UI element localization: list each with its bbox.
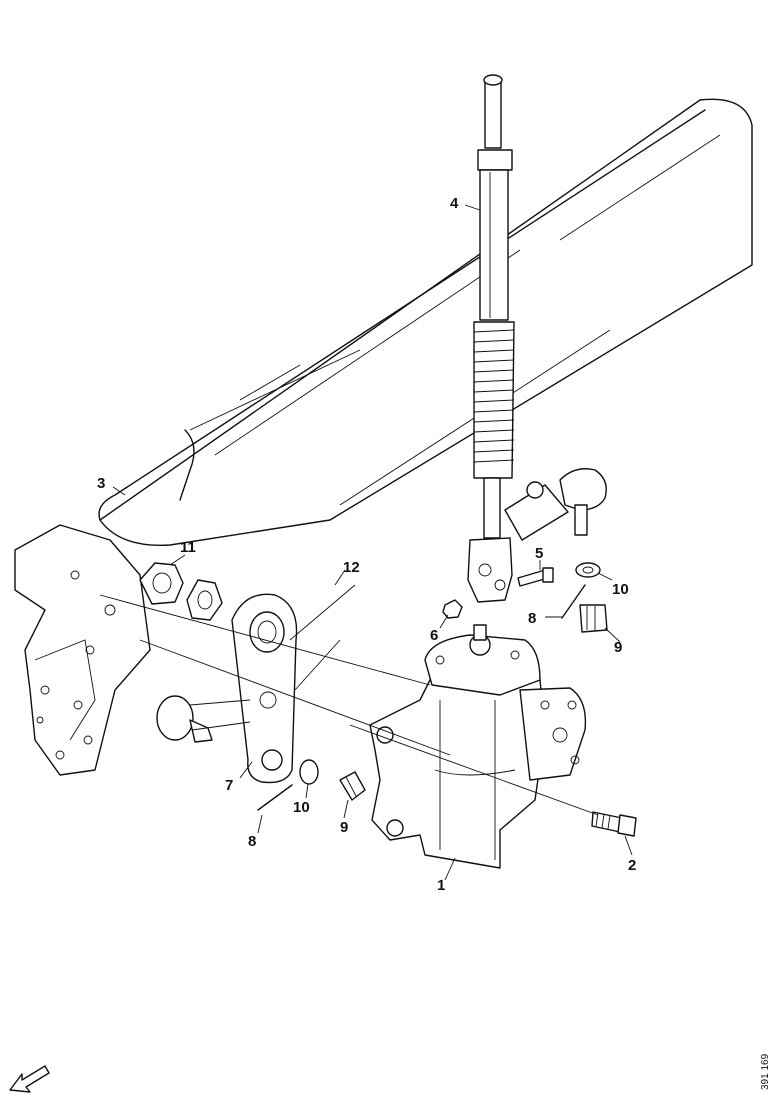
- cotter-pin-left: [257, 784, 293, 811]
- callout-10-upper: 10: [612, 581, 629, 598]
- reference-code: 391 169: [760, 1053, 771, 1090]
- washer-left: [299, 759, 319, 785]
- frame-bracket: [14, 524, 151, 776]
- callout-5: 5: [535, 545, 543, 562]
- callout-12: 12: [343, 559, 360, 576]
- callout-leaders: [112, 204, 633, 881]
- ball-joint-left: [156, 695, 251, 743]
- steering-column: [473, 74, 515, 539]
- castle-nut-left: [339, 771, 366, 801]
- callout-4: 4: [450, 195, 459, 212]
- frame-rail: [98, 98, 753, 546]
- drag-link: [504, 468, 607, 541]
- callout-7: 7: [225, 777, 233, 794]
- castle-nut-right: [579, 604, 608, 633]
- washer-right: [575, 562, 601, 578]
- clamp-nut: [442, 599, 463, 619]
- callout-10-lower: 10: [293, 799, 310, 816]
- callout-11: 11: [180, 539, 196, 556]
- cotter-pin-right: [561, 584, 586, 619]
- callout-3: 3: [97, 475, 105, 492]
- callout-8-upper: 8: [528, 610, 536, 627]
- alignment-lines: [99, 584, 599, 816]
- callout-2: 2: [628, 857, 636, 874]
- arrow-down-left-icon: [9, 1065, 50, 1093]
- pitman-arm: [231, 593, 298, 784]
- steering-gear-box: [369, 624, 587, 869]
- mounting-bolt: [591, 811, 637, 837]
- lock-washer: [186, 579, 223, 621]
- callout-9-lower: 9: [340, 819, 348, 836]
- clamp-bolt: [517, 567, 554, 587]
- callout-8-lower: 8: [248, 833, 256, 850]
- universal-joint: [467, 537, 513, 603]
- pitman-nut: [139, 562, 184, 605]
- callout-9-upper: 9: [614, 639, 622, 656]
- callout-6: 6: [430, 627, 438, 644]
- callout-1: 1: [437, 877, 445, 894]
